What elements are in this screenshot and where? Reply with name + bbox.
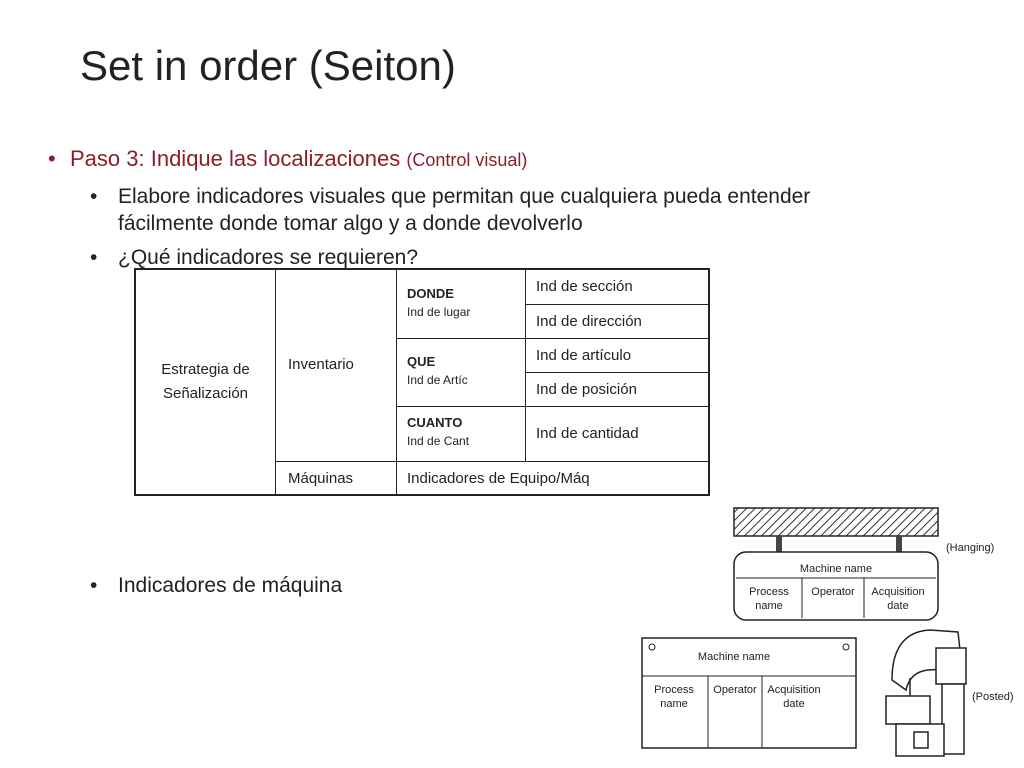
machine-silhouette bbox=[885, 629, 967, 757]
group-head: DONDE bbox=[407, 286, 454, 301]
name-word: name bbox=[755, 600, 783, 612]
hanger bbox=[896, 536, 902, 554]
table-divider bbox=[396, 270, 397, 494]
group-sub: Ind de Cant bbox=[407, 434, 470, 448]
bullet-dot: • bbox=[90, 185, 98, 208]
machine-indicator-illustration: Machine name Process name Operator Acquis… bbox=[641, 507, 1014, 757]
sub-bullet-1: • Elabore indicadores visuales que permi… bbox=[90, 183, 910, 237]
posted-process-name: Process name bbox=[654, 684, 694, 710]
signage-strategy-table: Estrategia de Señalización Inventario Má… bbox=[134, 268, 710, 496]
group-sub: Ind de lugar bbox=[407, 305, 471, 319]
process-word: Process bbox=[654, 684, 694, 696]
group-head: QUE bbox=[407, 354, 436, 369]
group-head: CUANTO bbox=[407, 415, 463, 430]
sub-bullet-text: ¿Qué indicadores se requieren? bbox=[118, 246, 419, 269]
bullet-dot: • bbox=[48, 146, 56, 171]
step-bullet: • Paso 3: Indique las localizaciones (Con… bbox=[48, 146, 527, 172]
name-word: name bbox=[660, 698, 688, 710]
table-divider bbox=[396, 406, 708, 407]
item-posicion: Ind de posición bbox=[536, 381, 637, 398]
table-divider bbox=[275, 461, 708, 462]
hanging-sign: Machine name Process name Operator Acquis… bbox=[733, 507, 994, 621]
operator-label: Operator bbox=[811, 586, 855, 598]
process-word: Process bbox=[749, 586, 789, 598]
posted-machine-name: Machine name bbox=[698, 651, 770, 663]
hanging-label: (Hanging) bbox=[946, 542, 994, 554]
sub-bullet-text: Elabore indicadores visuales que permita… bbox=[118, 185, 811, 235]
sub-bullet-text: Indicadores de máquina bbox=[118, 574, 343, 597]
item-articulo: Ind de artículo bbox=[536, 347, 632, 364]
process-name-label: Process name bbox=[749, 586, 789, 612]
table-divider bbox=[525, 270, 526, 461]
group-que: QUE Ind de Artíc bbox=[407, 353, 468, 389]
item-cantidad: Ind de cantidad bbox=[536, 425, 639, 442]
bullet-dot: • bbox=[90, 246, 98, 269]
table-divider bbox=[275, 270, 276, 494]
posted-operator: Operator bbox=[713, 684, 757, 696]
acquisition-label: Acquisition date bbox=[871, 586, 924, 612]
inventory-cell: Inventario bbox=[288, 356, 354, 373]
item-seccion: Ind de sección bbox=[536, 278, 633, 295]
acquisition-word: Acquisition bbox=[871, 586, 924, 598]
step-note: (Control visual) bbox=[406, 150, 528, 170]
sub-bullet-2: • ¿Qué indicadores se requieren? bbox=[90, 244, 590, 271]
posted-label: (Posted) bbox=[972, 691, 1014, 703]
hanging-board bbox=[733, 551, 939, 621]
machine-indicator-cell: Indicadores de Equipo/Máq bbox=[407, 470, 590, 487]
date-word: date bbox=[887, 600, 908, 612]
group-sub: Ind de Artíc bbox=[407, 373, 468, 387]
machines-cell: Máquinas bbox=[288, 470, 354, 487]
group-cuanto: CUANTO Ind de Cant bbox=[407, 414, 469, 450]
strategy-cell: Estrategia de Señalización bbox=[161, 361, 250, 402]
group-donde: DONDE Ind de lugar bbox=[407, 285, 470, 321]
bullet-dot: • bbox=[90, 574, 98, 597]
posted-sign: Machine name Process name Operator Acquis… bbox=[641, 637, 857, 749]
posted-board bbox=[641, 637, 857, 749]
hanger bbox=[776, 536, 782, 554]
acquisition-word: Acquisition bbox=[767, 684, 820, 696]
item-direccion: Ind de dirección bbox=[536, 313, 642, 330]
step-main: Paso 3: Indique las localizaciones bbox=[70, 146, 401, 171]
slide-title: Set in order (Seiton) bbox=[80, 42, 456, 89]
ceiling-beam bbox=[733, 507, 939, 537]
date-word: date bbox=[783, 698, 804, 710]
posted-acquisition: Acquisition date bbox=[767, 684, 820, 710]
sub-bullet-3: • Indicadores de máquina bbox=[90, 572, 490, 599]
machine-name-label: Machine name bbox=[800, 563, 872, 575]
table-divider bbox=[525, 372, 708, 373]
table-divider bbox=[525, 304, 708, 305]
table-divider bbox=[396, 338, 708, 339]
